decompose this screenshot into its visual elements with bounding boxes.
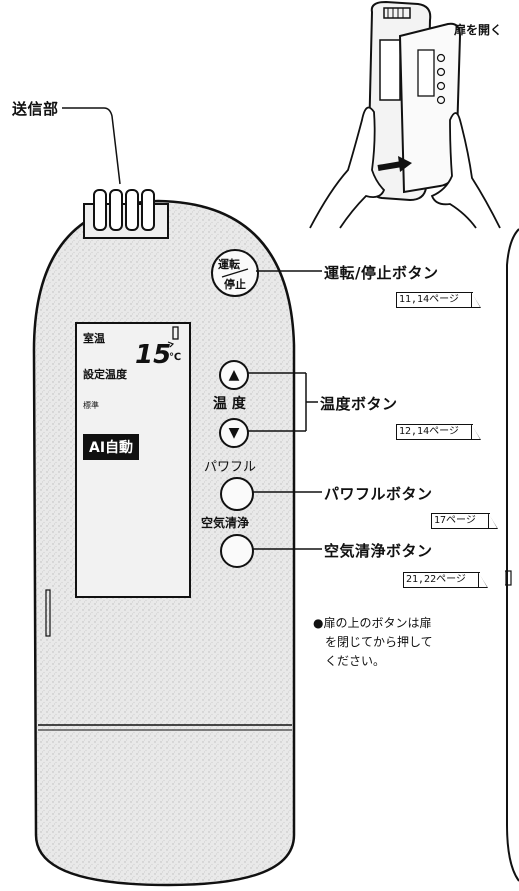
triangle-up-icon: ▲ — [228, 367, 240, 383]
run-stop-button[interactable]: 運転 停止 — [211, 249, 259, 297]
note-line-1: 扉の上のボタンは扉 — [323, 616, 432, 630]
door-note: ●扉の上のボタンは扉 を閉じてから押して ください。 — [313, 614, 509, 671]
transmitter-window — [83, 189, 169, 239]
set-temp-label: 設定温度 — [83, 368, 127, 381]
triangle-down-icon: ▼ — [228, 425, 240, 441]
run-stop-divider — [221, 268, 249, 278]
run-stop-label-bottom: 停止 — [224, 278, 246, 291]
temp-callout: 温度ボタン — [320, 395, 398, 413]
temp-page-ref[interactable]: 12,14ページ — [396, 424, 481, 440]
door-open-illustration — [309, 0, 501, 229]
temp-value: 15 — [135, 340, 172, 370]
run-stop-callout: 運転/停止ボタン — [324, 264, 439, 282]
note-bullet: ● — [313, 616, 324, 630]
air-clean-page-ref[interactable]: 21,22ページ — [403, 572, 488, 588]
transmitter-leader-line — [62, 107, 121, 185]
note-line-2: を閉じてから押して — [325, 635, 433, 649]
signal-icon — [167, 326, 179, 348]
second-remote-outline — [505, 228, 519, 882]
powerful-button[interactable] — [220, 477, 254, 511]
air-clean-button[interactable] — [220, 534, 254, 568]
temp-button-label: 温 度 — [213, 396, 246, 412]
temp-down-button[interactable]: ▼ — [219, 418, 249, 448]
powerful-label: パワフル — [204, 460, 257, 475]
standard-label: 標準 — [83, 401, 99, 410]
room-temp-label: 室温 — [83, 332, 105, 345]
run-stop-label-top: 運転 — [218, 258, 240, 271]
note-line-3: ください。 — [325, 654, 386, 668]
air-clean-callout: 空気清浄ボタン — [324, 542, 433, 560]
mode-label: AI自動 — [83, 434, 140, 460]
temp-up-button[interactable]: ▲ — [219, 360, 249, 390]
run-stop-page-ref[interactable]: 11,14ページ — [396, 292, 481, 308]
temp-unit: ℃ — [169, 352, 182, 363]
door-open-caption: 扉を開く — [454, 23, 503, 37]
air-clean-label: 空気清浄 — [201, 516, 250, 530]
powerful-page-ref[interactable]: 17ページ — [431, 513, 498, 529]
transmitter-label: 送信部 — [12, 100, 59, 118]
lcd-display: 室温 15 ℃ 設定温度 標準 AI自動 — [75, 322, 191, 598]
powerful-callout: パワフルボタン — [324, 485, 433, 503]
